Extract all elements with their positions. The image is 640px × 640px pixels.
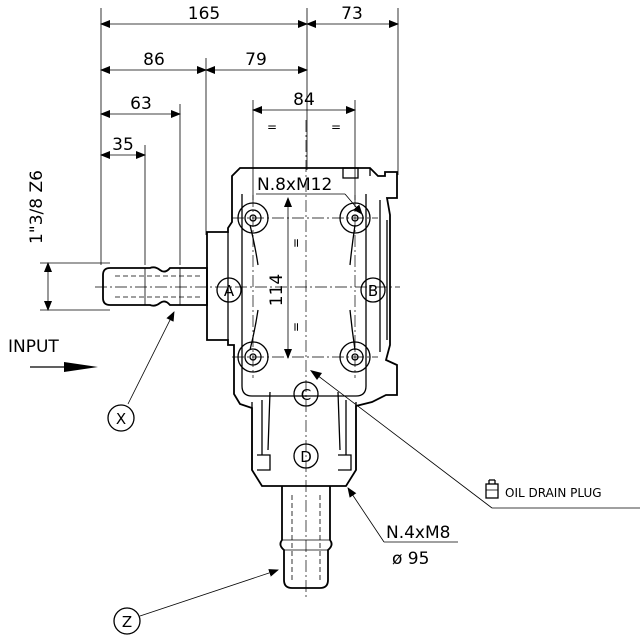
dim-35: 35: [112, 135, 134, 155]
dim-73: 73: [341, 4, 363, 24]
port-c: C: [301, 386, 311, 404]
bottom-holes-callout: N.4xM8 ø 95: [347, 487, 458, 569]
input-arrow-group: INPUT: [8, 337, 98, 372]
port-d: D: [300, 448, 312, 466]
dim-63: 63: [130, 94, 152, 114]
oil-drain-label: OIL DRAIN PLUG: [505, 486, 602, 500]
equal-mark-lower: =: [289, 322, 303, 332]
port-labels: A B C D: [216, 277, 386, 469]
equal-mark-upper: =: [289, 238, 303, 248]
top-holes-label: N.8xM12: [257, 175, 332, 195]
center-lines: [95, 120, 400, 600]
dimension-lines: [40, 20, 399, 359]
equal-mark-right: =: [331, 120, 341, 134]
callout-x: X: [107, 311, 175, 432]
bottom-holes-label: N.4xM8: [386, 523, 450, 543]
dim-79: 79: [245, 50, 267, 70]
gearbox-body: [206, 167, 398, 487]
top-holes-callout: N.8xM12: [256, 175, 363, 215]
port-a: A: [224, 282, 235, 300]
mounting-holes: [237, 202, 371, 373]
dim-86: 86: [143, 50, 165, 70]
oil-drain-callout: OIL DRAIN PLUG: [310, 370, 640, 509]
dim-165: 165: [188, 4, 220, 24]
dimension-texts: 165 73 86 79 63 84 35 = = 114 = = 1"3/8 …: [27, 4, 363, 332]
input-shaft: [102, 266, 208, 307]
callout-z: Z: [113, 569, 279, 635]
port-b: B: [368, 282, 378, 300]
extension-lines: [100, 8, 399, 265]
dim-84: 84: [293, 90, 315, 110]
input-arrow-icon: [64, 362, 98, 372]
callout-z-label: Z: [122, 613, 132, 631]
callout-x-label: X: [116, 410, 126, 428]
equal-mark-left: =: [267, 120, 277, 134]
shaft-thread-label: 1"3/8 Z6: [27, 170, 47, 244]
flange-diameter-label: ø 95: [392, 549, 429, 569]
dim-114: 114: [267, 274, 287, 306]
input-label: INPUT: [8, 337, 59, 357]
drain-plug-icon: [485, 479, 499, 499]
